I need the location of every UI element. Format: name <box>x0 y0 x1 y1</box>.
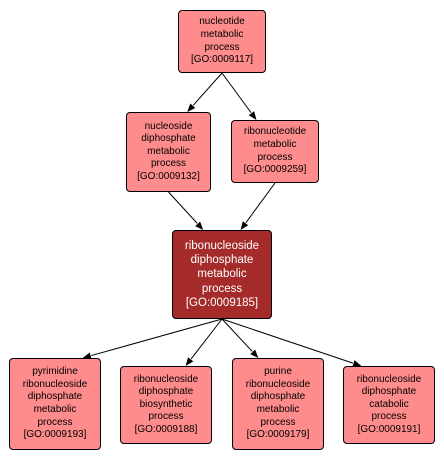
edge-go_0009185-to-go_0009188 <box>190 318 223 360</box>
arrowhead-go_0009132-to-go_0009185 <box>195 221 204 230</box>
arrowhead-go_0009185-to-go_0009191 <box>352 360 362 367</box>
node-go-0009259[interactable]: ribonucleotide metabolic process [GO:000… <box>231 120 319 183</box>
node-go-0009191[interactable]: ribonucleoside diphosphate catabolic pro… <box>343 366 435 444</box>
edge-go_0009117-to-go_0009132 <box>192 72 223 106</box>
edge-go_0009259-to-go_0009185 <box>245 182 276 224</box>
edge-go_0009185-to-go_0009191 <box>221 318 354 364</box>
node-go-0009193[interactable]: pyrimidine ribonucleoside diphosphate me… <box>9 358 101 450</box>
edge-go_0009185-to-go_0009179 <box>221 318 253 352</box>
arrowhead-go_0009259-to-go_0009185 <box>240 221 249 230</box>
edge-go_0009132-to-go_0009185 <box>168 191 198 224</box>
node-go-0009185-focus[interactable]: ribonucleoside diphosphate metabolic pro… <box>172 230 272 319</box>
arrowhead-go_0009185-to-go_0009188 <box>185 357 194 366</box>
arrowhead-go_0009117-to-go_0009259 <box>248 111 257 120</box>
edge-go_0009117-to-go_0009259 <box>221 72 252 114</box>
edge-go_0009185-to-go_0009193 <box>91 318 223 357</box>
node-go-0009188[interactable]: ribonucleoside diphosphate biosynthetic … <box>120 366 212 444</box>
arrowhead-go_0009185-to-go_0009179 <box>250 349 259 358</box>
node-go-0009132[interactable]: nucleoside diphosphate metabolic process… <box>126 112 211 192</box>
arrowhead-go_0009185-to-go_0009193 <box>82 352 92 359</box>
node-go-0009117[interactable]: nucleotide metabolic process [GO:0009117… <box>178 10 266 73</box>
node-go-0009179[interactable]: purine ribonucleoside diphosphate metabo… <box>232 358 324 450</box>
arrowhead-go_0009117-to-go_0009132 <box>187 103 196 112</box>
